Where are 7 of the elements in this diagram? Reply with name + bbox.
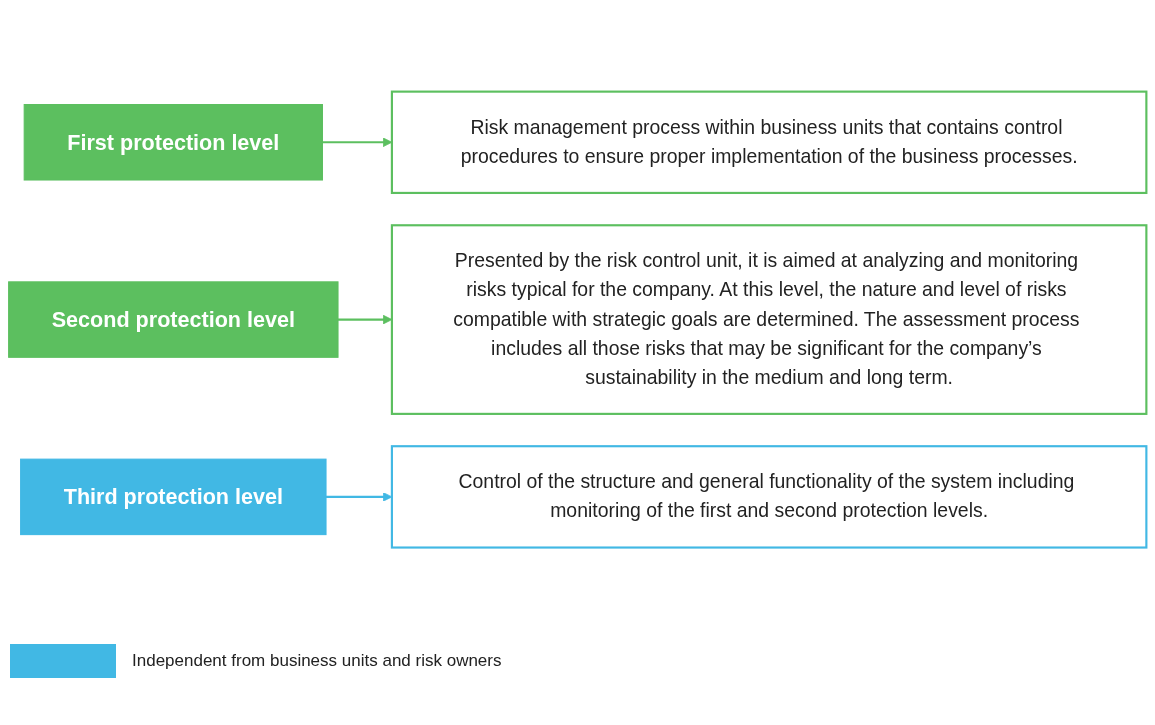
node-box: Presented by the risk control unit, it is aimed at analyzing and monitoring risks typical for the company. At this level, the nature and level of risks compatible with strategic goals are determined. The assessment process includes all those risks that may be significant for the company’s sustainability in the medium and long term. xyxy=(390,224,1148,416)
node-box: Third protection level xyxy=(20,459,327,536)
node-box: First protection level xyxy=(23,104,323,181)
node-box: Risk management process within business units that contains control procedures to ensure proper implementation of the business processes. xyxy=(390,90,1148,195)
node-box: Control of the structure and general functionality of the system including monitoring of the first and second protection levels. xyxy=(390,445,1148,550)
legend-text: Independent from business units and risk owners xyxy=(132,651,502,671)
node-box: Second protection level xyxy=(8,281,339,359)
